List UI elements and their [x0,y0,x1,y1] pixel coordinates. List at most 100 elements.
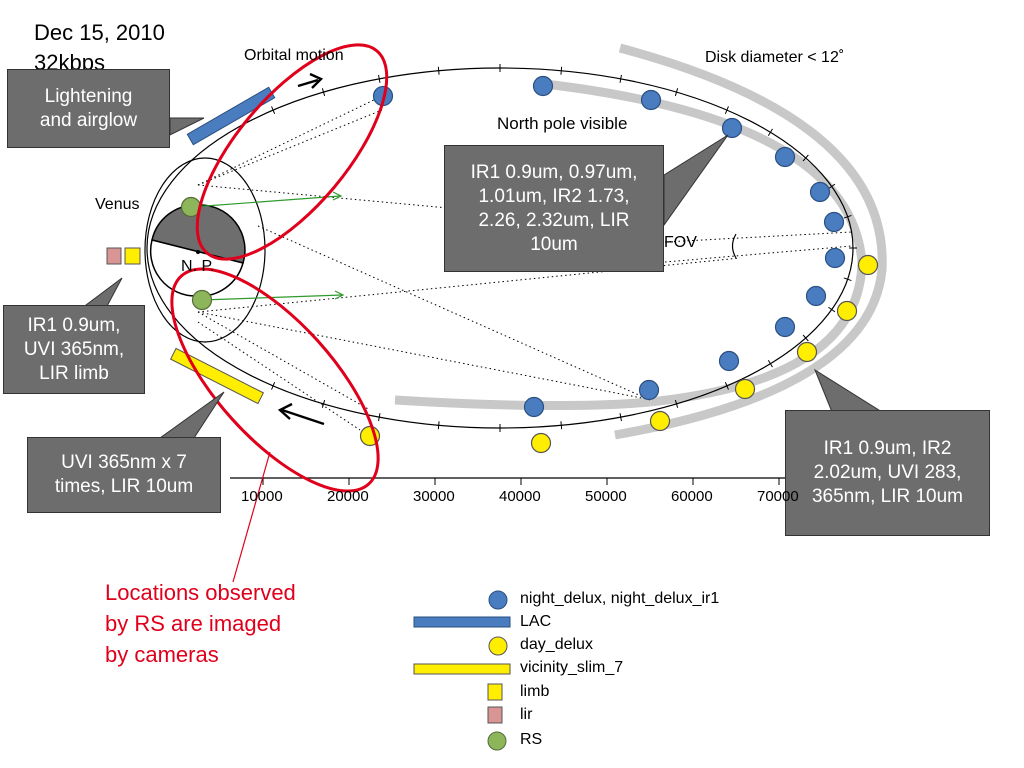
axis-tick-label: 20000 [327,488,369,505]
orbit-tick [378,413,381,422]
rs-highlight-north [195,43,389,261]
day-circle [857,254,879,276]
callout-ir-limb: IR1 0.9um, UVI 365nm, LIR limb [3,305,145,394]
night-circle [809,181,831,203]
orbit-tick [321,88,326,97]
axis-tick-label: 70000 [757,488,799,505]
day-circle [796,341,818,363]
axis-tick-label: 10000 [241,488,283,505]
orbit-tick [560,421,563,430]
limb-square [124,247,141,265]
legend-rs-circle [487,731,507,751]
orbit-tick [828,306,836,313]
orbit-tick [619,413,622,422]
orbit-tick [828,183,836,190]
night-circle [823,211,845,233]
orbit-tick [724,382,729,390]
axis-ticks [262,478,780,485]
legend-label: RS [520,731,543,748]
orbit-tick [378,74,381,83]
callout-tail-ir-limb [80,277,123,309]
axis-tick-label: 60000 [671,488,713,505]
fov-label: FOV [664,234,697,251]
orbit-tick [619,74,622,83]
day-circle [734,378,756,400]
orbit-tick [437,66,440,75]
callout-uvi: UVI 365nm x 7 times, LIR 10um [27,437,221,513]
callout-ir-south: IR1 0.9um, IR2 2.02um, UVI 283, 365nm, L… [785,410,990,536]
callout-tail-ir-north [663,134,729,227]
orbit-tick [321,399,326,408]
axis-tick-label: 30000 [413,488,455,505]
day-circle [836,300,858,322]
night-circle [721,117,743,139]
orbit-tick [674,399,679,408]
orbit-tick [271,106,276,114]
orbit-tick [767,128,773,136]
legend-lir-square [487,706,503,724]
night-circles [372,75,846,418]
night-circle [532,75,554,97]
note-pointer [232,451,271,583]
legend-label: limb [520,683,550,700]
day-circle [649,410,671,432]
callout-tail-uvi [158,391,225,439]
night-circle [774,146,796,168]
orbit-tick [724,106,729,114]
legend-label: vicinity_slim_7 [520,659,624,676]
disk-arc-south [394,395,651,411]
night-circle [640,89,662,111]
legend-night-circle [488,590,508,610]
legend-vicinity-bar [413,663,511,675]
orbit-tick [843,277,852,282]
rs-circle [191,289,213,311]
orbital-motion-label: Orbital motion [244,47,344,64]
legend-label: day_delux [520,636,593,653]
rs-note: Locations observed by RS are imaged by c… [105,580,296,667]
orbit-tick [674,88,679,97]
legend-label: lir [520,706,533,723]
orbit-tick [802,334,809,342]
venus-label: Venus [95,196,140,213]
rs-highlight-south [170,267,380,493]
legend-label: night_delux, night_delux_ir1 [520,590,720,607]
legend-symbols [413,590,511,751]
night-circle [718,350,740,372]
axis-tick-label: 50000 [585,488,627,505]
orbit-tick [437,421,440,430]
north-pole-np-label: N. P. [181,258,215,275]
orbit-ticks [271,64,857,432]
callout-lightening: Lightening and airglow [7,69,170,148]
callout-ir-north: IR1 0.9um, 0.97um, 1.01um, IR2 1.73, 2.2… [444,145,664,272]
disk-arc-outer [614,43,887,440]
legend-limb-square [487,683,503,701]
venus-orbit-circle [144,157,266,343]
north-pole-label: North pole visible [497,114,628,133]
north-pole-dot [196,250,200,254]
night-circle [774,316,796,338]
disk-arc-north [544,79,867,407]
legend-day-circle [488,636,508,656]
orbital-motion-arrows [277,72,325,426]
night-circle [824,247,846,269]
disk-diameter-label: Disk diameter < 12˚ [705,49,845,66]
fov-bracket [731,233,737,259]
lir-square [106,247,122,265]
orbit-tick [271,382,276,390]
orbit-tick [802,154,809,162]
axis-tick-label: 40000 [499,488,541,505]
orbit-tick [767,360,773,368]
callout-tail-lightening [169,117,205,136]
legend-lac-bar [413,616,511,628]
legend-label: LAC [520,613,552,630]
header-date: Dec 15, 2010 [34,20,165,45]
lac-bar [186,86,276,146]
callout-tail-ir-south [813,368,884,413]
vicinity-bar [169,347,265,405]
sight-lines [197,95,853,431]
orbit-tick [843,214,852,219]
day-circle [530,432,552,454]
night-circle [805,285,827,307]
orbit-tick [560,66,563,75]
night-circle [523,396,545,418]
